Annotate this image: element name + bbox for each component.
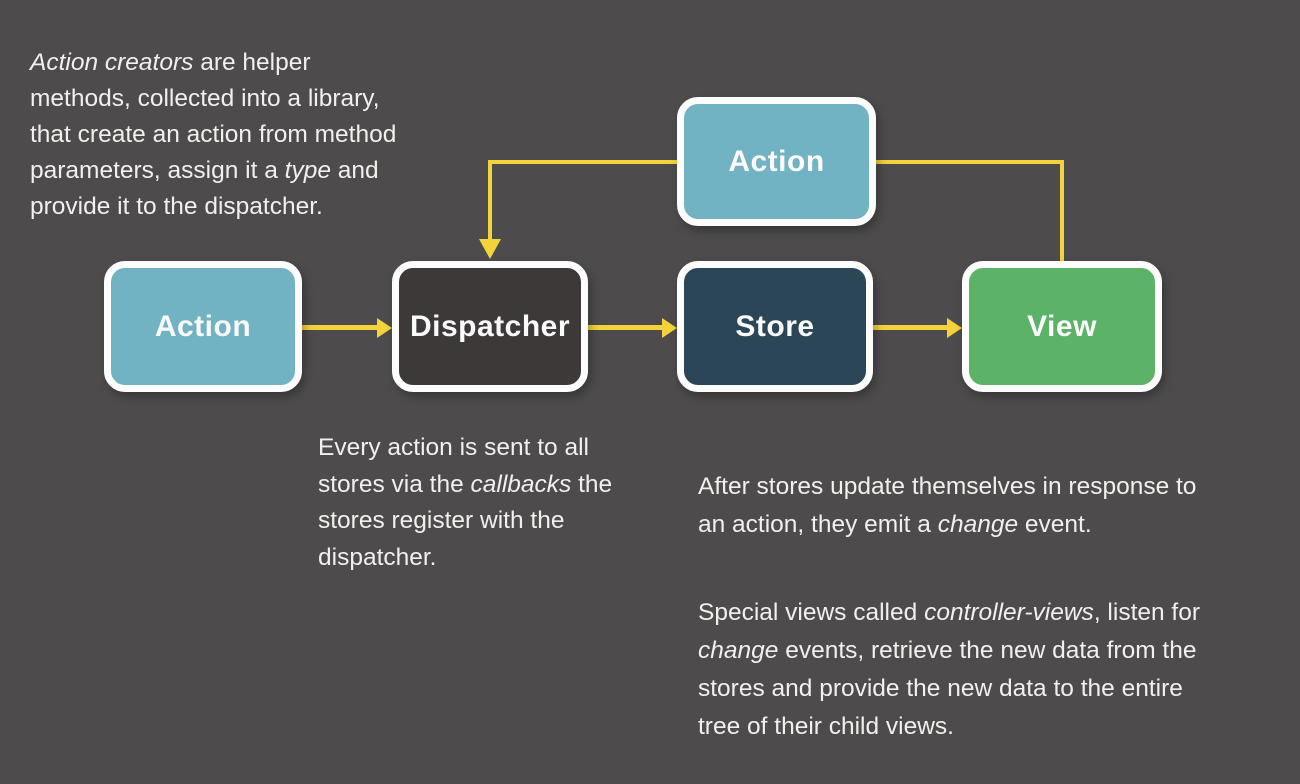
controller-views-italic: controller-views [924, 599, 1094, 626]
arrowhead-into-view [947, 318, 962, 338]
change-italic-2: change [698, 637, 779, 664]
store-note-paragraph-1: After stores update themselves in respon… [698, 468, 1298, 544]
node-store-label: Store [735, 309, 815, 343]
arrowhead-into-dispatcher [377, 318, 392, 338]
store-note-p2-text: Special views called [698, 599, 925, 626]
node-action-left-label: Action [154, 309, 252, 343]
action-creators-note-text: are helper methods, collected into a lib… [30, 49, 397, 184]
action-creators-note-italic: Action creators [30, 49, 194, 76]
connector-action-to-dispatcher-horizontal [488, 160, 677, 164]
change-italic-1: change [937, 511, 1019, 538]
connector-action-to-dispatcher-vertical [488, 160, 492, 242]
node-view-label: View [1027, 309, 1097, 343]
arrow-action-to-dispatcher [302, 325, 379, 330]
connector-view-to-action-vertical [1060, 160, 1064, 263]
type-italic: type [284, 157, 331, 184]
dispatcher-note: Every action is sent to all stores via t… [318, 430, 678, 576]
arrowhead-down-into-dispatcher [479, 239, 501, 259]
node-action-top: Action [677, 97, 876, 226]
node-view: View [962, 261, 1162, 392]
node-dispatcher: Dispatcher [392, 261, 588, 392]
dispatcher-note-text: Every action is sent to all stores via t… [318, 434, 589, 498]
store-note-p1-text-end: event. [1018, 511, 1092, 538]
node-dispatcher-label: Dispatcher [409, 309, 571, 343]
dispatcher-note-text-end: the stores register with the dispatcher. [318, 470, 613, 571]
action-creators-note-text-end: and provide it to the dispatcher. [30, 157, 379, 220]
store-note-p1-text: After stores update themselves in respon… [698, 473, 1197, 538]
arrow-store-to-view [873, 325, 949, 330]
arrowhead-into-store [662, 318, 677, 338]
store-note-paragraph-2: Special views called controller-views, l… [698, 594, 1298, 746]
node-action-top-label: Action [728, 144, 825, 178]
store-note-p2-text-end: events, retrieve the new data from the s… [698, 637, 1197, 740]
arrow-dispatcher-to-store [588, 325, 664, 330]
connector-view-to-action-horizontal [876, 160, 1064, 164]
node-action-left: Action [104, 261, 302, 392]
store-note-p2-text-mid: , listen for [1093, 599, 1201, 626]
action-creators-note: Action creators are helper methods, coll… [30, 45, 490, 225]
node-store: Store [677, 261, 873, 392]
store-view-note: After stores update themselves in respon… [698, 430, 1298, 784]
callbacks-italic: callbacks [470, 470, 572, 498]
flux-architecture-diagram: Action creators are helper methods, coll… [30, 45, 1201, 740]
